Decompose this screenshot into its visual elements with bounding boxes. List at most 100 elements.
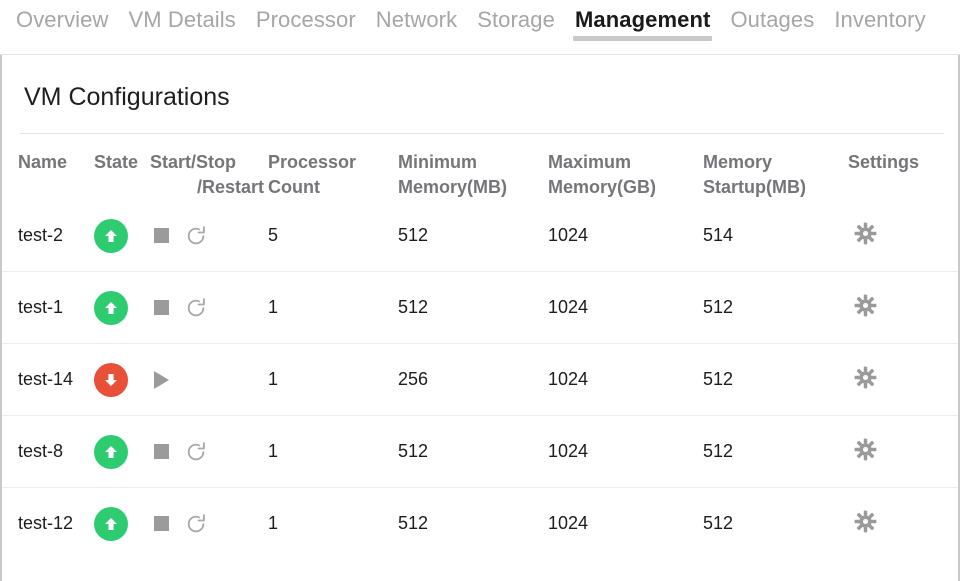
minimum-memory-value: 512 bbox=[398, 441, 429, 461]
tab-label: Management bbox=[574, 7, 711, 32]
table-header-row: Name State Start/Stop /Restart Processor… bbox=[2, 134, 958, 200]
startup-memory-value: 514 bbox=[703, 225, 734, 245]
restart-circular-arrow-icon[interactable] bbox=[185, 225, 207, 247]
cell-actions bbox=[150, 343, 268, 416]
column-header-processor-count: Processor Count bbox=[268, 134, 398, 200]
tab-network[interactable]: Network bbox=[366, 0, 467, 34]
cell-actions bbox=[150, 415, 268, 488]
cell-startup-memory: 512 bbox=[703, 271, 848, 344]
cell-minimum-memory: 512 bbox=[398, 200, 548, 272]
stop-square-icon[interactable] bbox=[154, 516, 169, 531]
maximum-memory-value: 1024 bbox=[548, 441, 589, 461]
tab-overview[interactable]: Overview bbox=[6, 0, 119, 34]
tab-vm-details[interactable]: VM Details bbox=[119, 0, 246, 34]
processor-count-value: 1 bbox=[268, 441, 279, 461]
cell-minimum-memory: 512 bbox=[398, 271, 548, 344]
arrow-up-circle-icon bbox=[94, 434, 128, 469]
row-action-group bbox=[150, 370, 268, 389]
restart-circular-arrow-icon[interactable] bbox=[185, 513, 207, 535]
cell-settings bbox=[848, 271, 958, 344]
restart-circular-arrow-icon[interactable] bbox=[185, 297, 207, 319]
cell-minimum-memory: 256 bbox=[398, 343, 548, 416]
cell-vm-name: test-14 bbox=[2, 343, 94, 416]
startup-memory-value: 512 bbox=[703, 513, 734, 533]
minimum-memory-value: 512 bbox=[398, 297, 429, 317]
cell-maximum-memory: 1024 bbox=[548, 200, 703, 272]
tab-inventory[interactable]: Inventory bbox=[824, 0, 935, 34]
column-header-actions-line2: /Restart bbox=[196, 177, 264, 197]
cell-startup-memory: 512 bbox=[703, 415, 848, 488]
cell-maximum-memory: 1024 bbox=[548, 271, 703, 344]
vm-name-label: test-2 bbox=[18, 225, 64, 245]
gear-icon[interactable] bbox=[848, 366, 877, 389]
table-row[interactable]: test-1 1 512 1024 512 bbox=[2, 271, 958, 344]
cell-processor-count: 5 bbox=[268, 200, 398, 272]
cell-state bbox=[94, 200, 150, 272]
startup-memory-value: 512 bbox=[703, 441, 734, 461]
column-header-settings-line1: Settings bbox=[848, 152, 920, 172]
play-triangle-icon[interactable] bbox=[154, 370, 169, 389]
title-divider bbox=[20, 133, 944, 134]
tab-processor[interactable]: Processor bbox=[246, 0, 366, 34]
cell-startup-memory: 514 bbox=[703, 200, 848, 272]
row-action-group bbox=[150, 297, 268, 319]
tab-outages[interactable]: Outages bbox=[720, 0, 824, 34]
vm-configurations-table: Name State Start/Stop /Restart Processor… bbox=[2, 134, 958, 559]
tab-storage[interactable]: Storage bbox=[467, 0, 565, 34]
table-row[interactable]: test-8 1 512 1024 512 bbox=[2, 415, 958, 488]
gear-icon[interactable] bbox=[848, 510, 877, 533]
gear-icon[interactable] bbox=[848, 294, 877, 317]
cell-startup-memory: 512 bbox=[703, 487, 848, 559]
column-header-settings: Settings bbox=[848, 134, 958, 200]
arrow-up-circle-icon bbox=[94, 218, 128, 253]
gear-icon[interactable] bbox=[848, 222, 877, 245]
stop-square-icon[interactable] bbox=[154, 300, 169, 315]
stop-square-icon[interactable] bbox=[154, 444, 169, 459]
cell-settings bbox=[848, 487, 958, 559]
minimum-memory-value: 512 bbox=[398, 225, 429, 245]
arrow-up-circle-icon bbox=[94, 506, 128, 541]
tab-label: Network bbox=[375, 7, 458, 32]
cell-vm-name: test-8 bbox=[2, 415, 94, 488]
row-action-group bbox=[150, 225, 268, 247]
cell-processor-count: 1 bbox=[268, 487, 398, 559]
processor-count-value: 1 bbox=[268, 297, 279, 317]
column-header-minimum-memory: Minimum Memory(MB) bbox=[398, 134, 548, 200]
minimum-memory-value: 256 bbox=[398, 369, 429, 389]
column-header-min-memory-line2: Memory(MB) bbox=[398, 177, 508, 197]
cell-settings bbox=[848, 343, 958, 416]
maximum-memory-value: 1024 bbox=[548, 297, 589, 317]
minimum-memory-value: 512 bbox=[398, 513, 429, 533]
vm-name-label: test-1 bbox=[18, 297, 64, 317]
tab-label: Storage bbox=[477, 7, 555, 32]
column-header-max-memory-line1: Maximum bbox=[548, 152, 632, 172]
cell-state bbox=[94, 271, 150, 344]
cell-maximum-memory: 1024 bbox=[548, 487, 703, 559]
column-header-startup-memory-line1: Memory bbox=[703, 152, 773, 172]
tab-label: Overview bbox=[16, 7, 109, 32]
active-tab-indicator bbox=[572, 36, 713, 41]
tab-management[interactable]: Management bbox=[565, 0, 720, 41]
restart-circular-arrow-icon[interactable] bbox=[185, 441, 207, 463]
stop-square-icon[interactable] bbox=[154, 228, 169, 243]
vm-name-label: test-12 bbox=[18, 513, 74, 533]
tab-label: Outages bbox=[730, 7, 815, 32]
column-header-startup-memory-line2: Startup(MB) bbox=[703, 177, 806, 197]
cell-settings bbox=[848, 415, 958, 488]
column-header-name-line1: Name bbox=[18, 152, 68, 172]
column-header-max-memory-line2: Memory(GB) bbox=[548, 177, 657, 197]
processor-count-value: 5 bbox=[268, 225, 279, 245]
vm-configurations-panel: VM Configurations Name State Start/Stop bbox=[0, 55, 960, 581]
row-action-group bbox=[150, 441, 268, 463]
processor-count-value: 1 bbox=[268, 369, 279, 389]
gear-icon[interactable] bbox=[848, 438, 877, 461]
tab-label: VM Details bbox=[128, 7, 236, 32]
column-header-min-memory-line1: Minimum bbox=[398, 152, 477, 172]
cell-processor-count: 1 bbox=[268, 343, 398, 416]
cell-actions bbox=[150, 271, 268, 344]
cell-state bbox=[94, 415, 150, 488]
main-tab-bar: Overview VM Details Processor Network Storag… bbox=[0, 0, 960, 55]
